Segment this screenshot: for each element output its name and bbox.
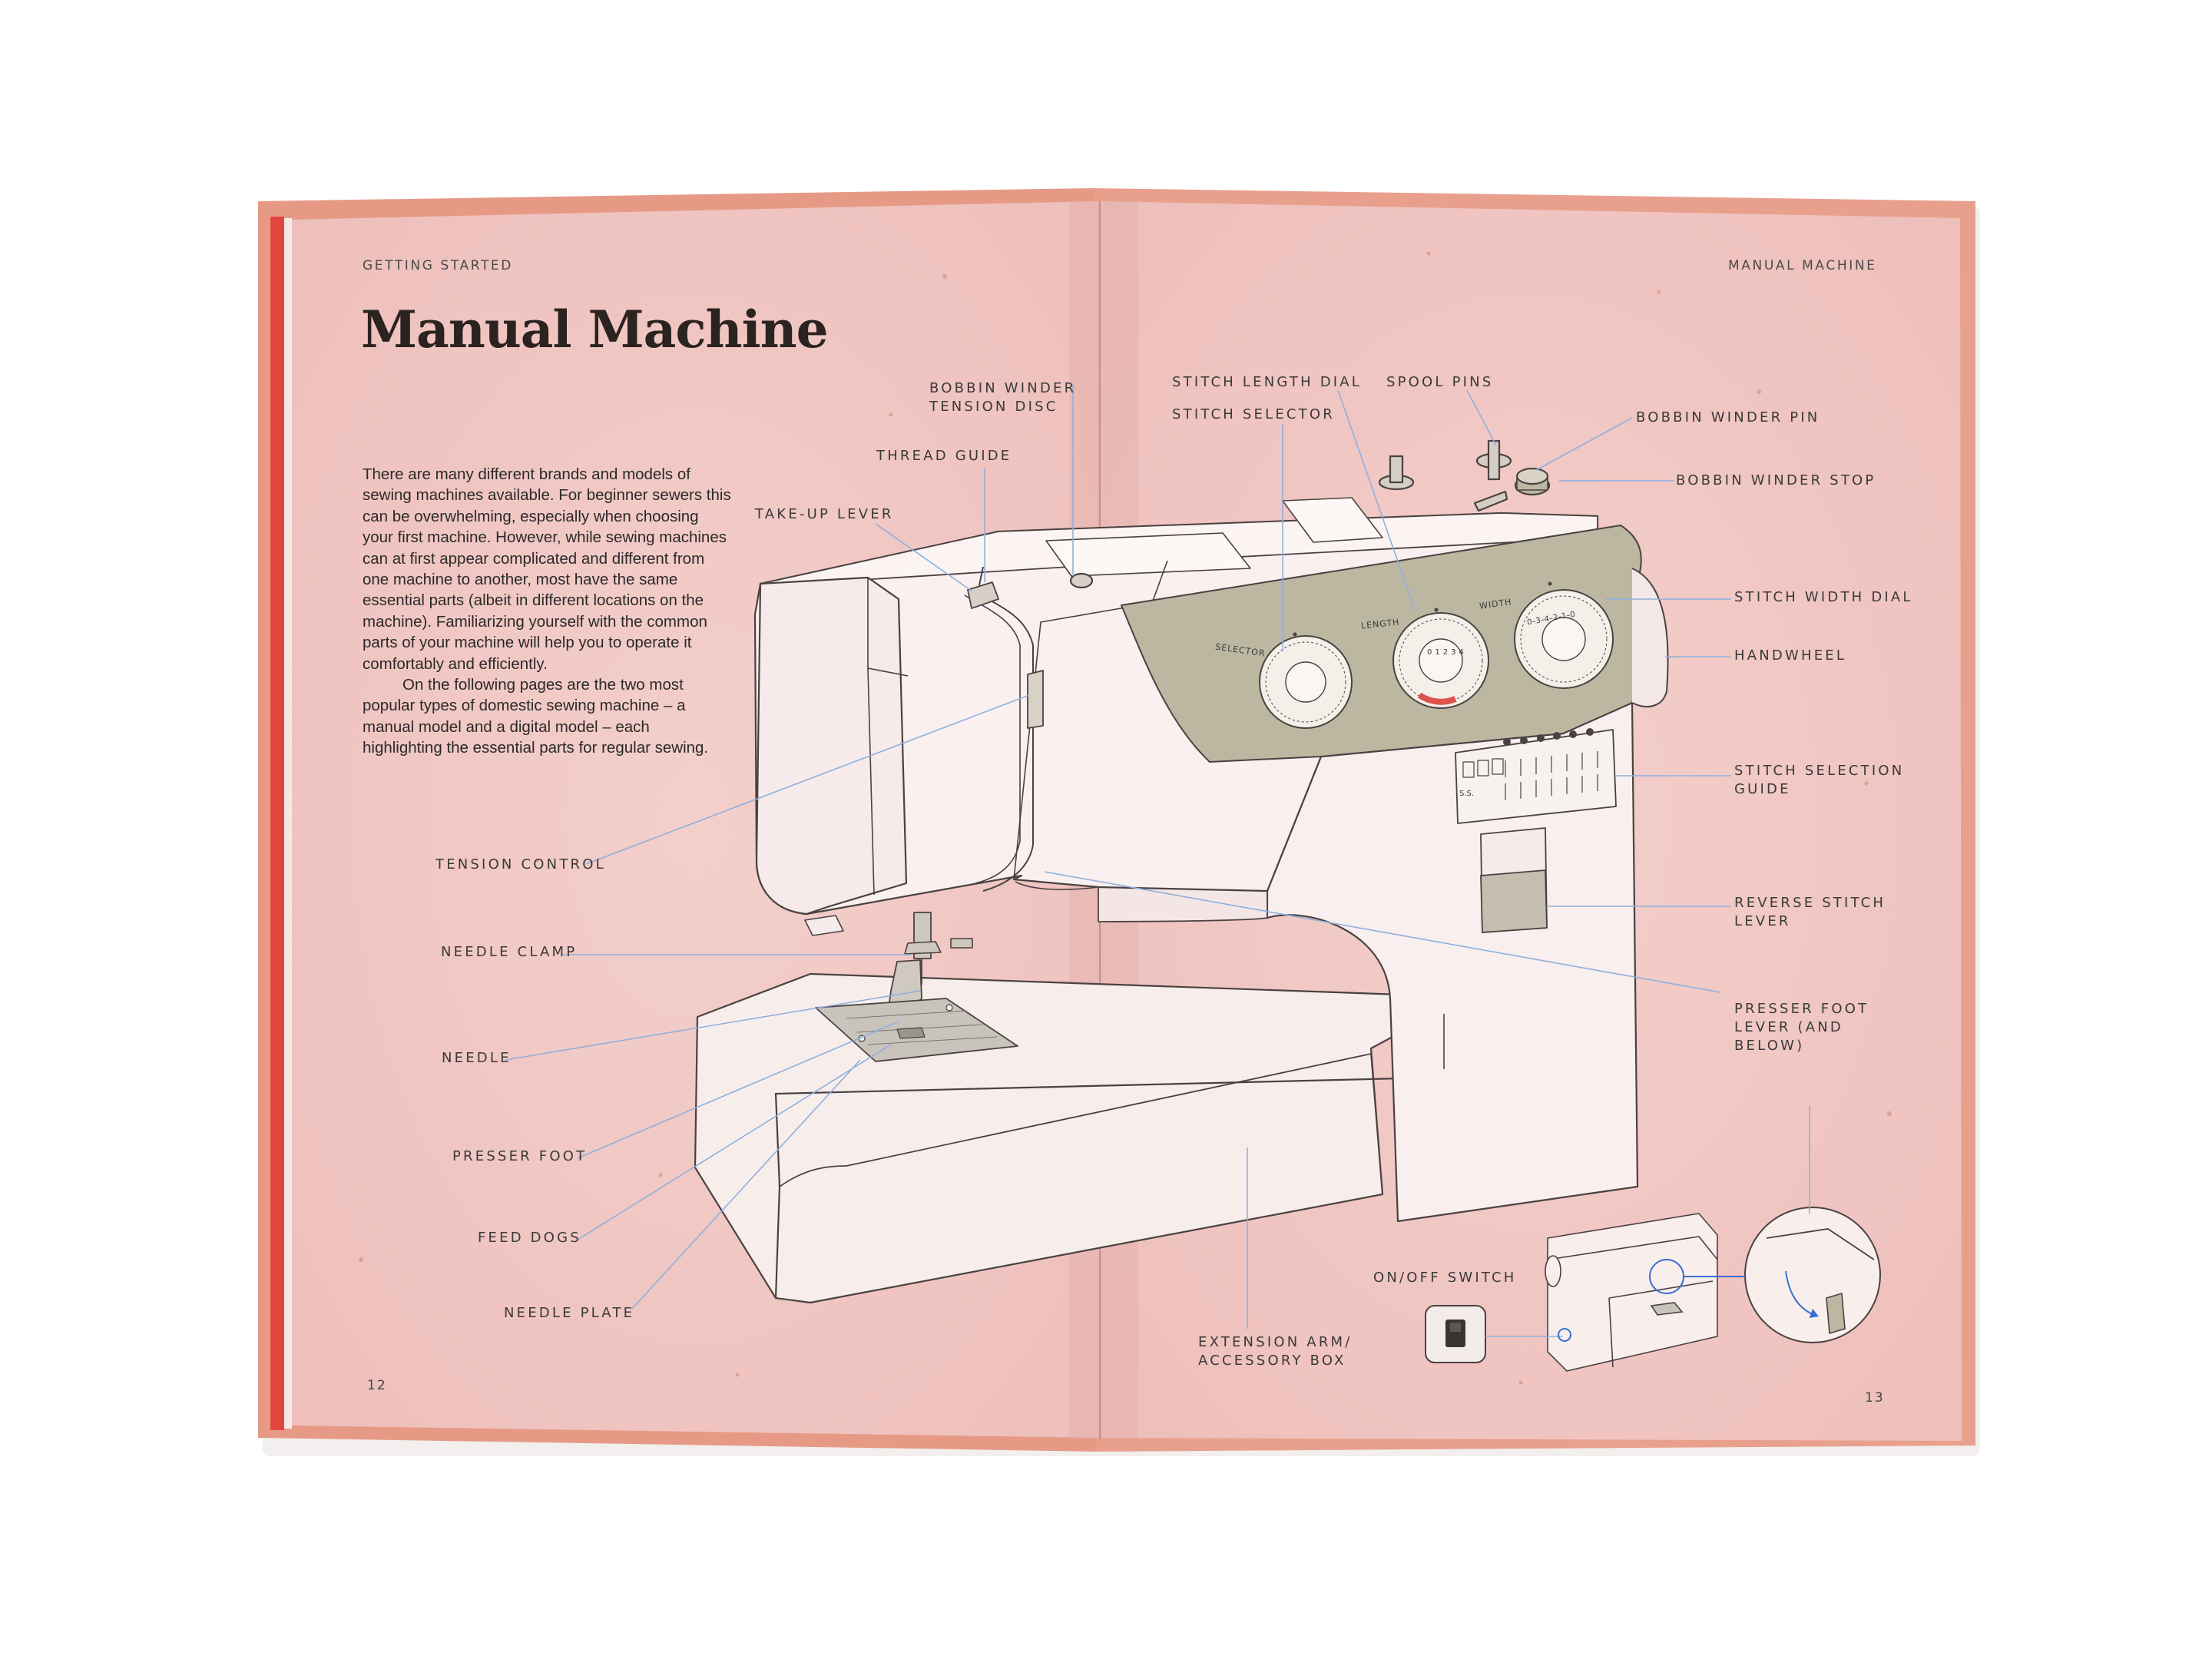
inset-lever-detail [1745, 1207, 1880, 1343]
label-needle-clamp: NEEDLE CLAMP [441, 943, 577, 962]
label-on-off-switch: ON/OFF SWITCH [1373, 1269, 1516, 1287]
label-presser-foot: PRESSER FOOT [452, 1147, 587, 1166]
label-needle-plate: NEEDLE PLATE [504, 1304, 634, 1323]
label-spool-pins: SPOOL PINS [1386, 373, 1493, 392]
label-extension-arm: EXTENSION ARM/ACCESSORY BOX [1198, 1333, 1353, 1370]
intro-paragraph-2: On the following pages are the two most … [363, 674, 731, 759]
label-feed-dogs: FEED DOGS [478, 1229, 581, 1247]
panel-ss-text: S.S. [1459, 790, 1474, 798]
label-handwheel: HANDWHEEL [1734, 647, 1846, 665]
label-tension-control: TENSION CONTROL [435, 856, 606, 874]
page-edge-red [270, 217, 284, 1430]
label-needle: NEEDLE [442, 1049, 512, 1068]
panel-length-scale: 01234 [1427, 648, 1467, 657]
page-number-left: 12 [367, 1378, 387, 1393]
intro-text: There are many different brands and mode… [363, 464, 731, 759]
label-stitch-length-dial: STITCH LENGTH DIAL [1172, 373, 1362, 392]
label-stitch-width-dial: STITCH WIDTH DIAL [1734, 588, 1913, 607]
running-head-left: GETTING STARTED [363, 258, 513, 273]
width-dial [1515, 590, 1613, 688]
length-dial [1393, 613, 1488, 708]
intro-paragraph-1: There are many different brands and mode… [363, 464, 731, 674]
selector-dial [1260, 636, 1352, 728]
page-number-right: 13 [1865, 1390, 1885, 1406]
label-thread-guide: THREAD GUIDE [876, 447, 1012, 465]
inset-switch [1426, 1306, 1485, 1363]
label-take-up-lever: TAKE-UP LEVER [755, 505, 894, 524]
label-bobbin-winder-pin: BOBBIN WINDER PIN [1636, 409, 1820, 427]
page-edge-white [284, 218, 292, 1429]
page-title: Manual Machine [361, 300, 828, 359]
label-stitch-selector: STITCH SELECTOR [1172, 406, 1335, 424]
sewing-machine [695, 441, 1668, 1303]
running-head-right: MANUAL MACHINE [1728, 258, 1876, 273]
label-bobbin-winder-stop: BOBBIN WINDER STOP [1676, 472, 1876, 490]
